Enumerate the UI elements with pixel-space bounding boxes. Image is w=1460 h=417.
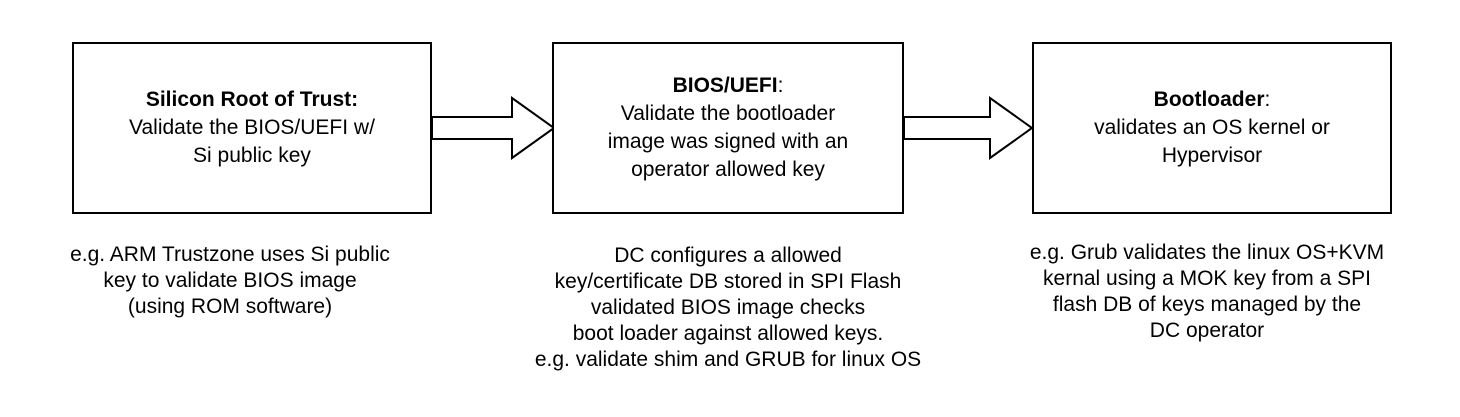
box-text-line: operator allowed key	[631, 158, 825, 181]
box-title-line: BIOS/UEFI:	[673, 72, 784, 100]
box-title: Bootloader	[1153, 88, 1265, 111]
note-line: (using ROM software)	[127, 295, 333, 318]
box-title-line: Silicon Root of Trust:	[146, 86, 358, 114]
box-title-line: Bootloader:	[1154, 86, 1271, 114]
note-line: e.g. validate shim and GRUB for linux OS	[534, 348, 922, 371]
box-title-suffix: :	[777, 74, 784, 97]
root-of-trust-note: e.g. ARM Trustzone uses Si public key to…	[20, 242, 440, 320]
box-text-line: validates an OS kernel or	[1094, 116, 1330, 139]
bootloader-box: Bootloader: validates an OS kernel or Hy…	[1032, 42, 1392, 214]
box-text-line: Validate the bootloader	[620, 102, 836, 125]
box-title-suffix: :	[1264, 88, 1271, 111]
note-line: flash DB of keys managed by the	[1052, 293, 1362, 316]
bios-uefi-note: DC configures a allowed key/certificate …	[478, 243, 978, 373]
note-line: DC configures a allowed	[614, 244, 842, 267]
box-text-line: image was signed with an	[607, 130, 849, 153]
box-text-line: Validate the BIOS/UEFI w/	[129, 116, 375, 139]
box-text-line: Hypervisor	[1161, 144, 1263, 167]
box-title: Silicon Root of Trust:	[145, 88, 359, 111]
note-line: kernal using a MOK key from a SPI	[1043, 267, 1371, 290]
note-line: key/certificate DB stored in SPI Flash	[554, 270, 902, 293]
right-arrow-icon	[431, 96, 556, 160]
right-arrow-icon	[903, 96, 1034, 160]
note-line: e.g. ARM Trustzone uses Si public	[70, 243, 390, 266]
note-line: DC operator	[1149, 319, 1265, 342]
bootloader-note: e.g. Grub validates the linux OS+KVM ker…	[972, 240, 1442, 344]
box-text-line: Si public key	[193, 144, 311, 167]
note-line: boot loader against allowed keys.	[572, 322, 884, 345]
box-title: BIOS/UEFI	[672, 74, 778, 97]
bios-uefi-box: BIOS/UEFI: Validate the bootloader image…	[552, 42, 904, 214]
note-line: key to validate BIOS image	[103, 269, 357, 292]
root-of-trust-box: Silicon Root of Trust: Validate the BIOS…	[72, 42, 432, 214]
note-line: validated BIOS image checks	[590, 296, 866, 319]
note-line: e.g. Grub validates the linux OS+KVM	[1029, 241, 1385, 264]
